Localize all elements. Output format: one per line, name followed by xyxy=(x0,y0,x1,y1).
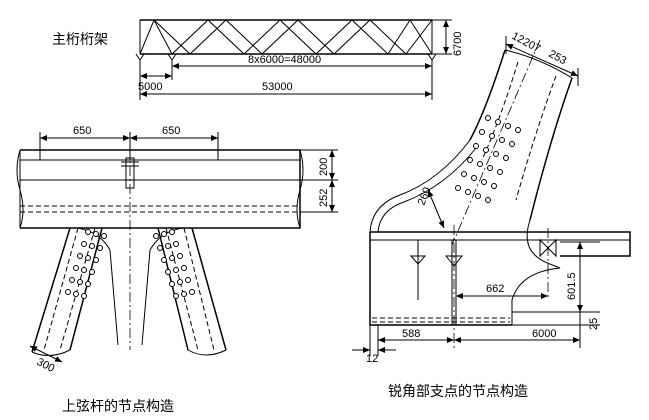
dim-588: 588 xyxy=(402,328,420,340)
left-diagonal-member xyxy=(31,227,103,353)
bearing-symbol xyxy=(539,238,557,258)
truss-end-dimension: 5000 xyxy=(138,81,162,93)
dim-300: 300 xyxy=(35,356,57,375)
chord-center-bolt xyxy=(125,157,135,189)
top-chord-joint-detail: 650 650 xyxy=(16,125,338,415)
dim-650-right: 650 xyxy=(162,125,180,137)
truss-support-right xyxy=(427,53,437,61)
right-bolt-group xyxy=(153,229,195,299)
dim-12-bottom: 12 xyxy=(366,353,378,365)
truss-total-dimension: 53000 xyxy=(262,81,293,93)
support-chord-beam xyxy=(370,231,631,257)
dim-6000: 6000 xyxy=(532,328,556,340)
inclined-bolt-group xyxy=(455,115,521,203)
support-gusset-plate xyxy=(369,139,471,233)
dim-662: 662 xyxy=(486,283,504,295)
dim-253: 253 xyxy=(547,48,569,67)
truss-height-dimension: 6700 xyxy=(452,32,464,56)
dim-200: 200 xyxy=(318,158,330,176)
anchor-bolts xyxy=(409,225,464,350)
dim-25: 25 xyxy=(588,318,600,330)
support-box-section xyxy=(369,232,512,326)
dim-12-top: 12 xyxy=(510,30,526,46)
truss-web-members xyxy=(139,18,433,55)
truss-label: 主桁桁架 xyxy=(52,32,108,48)
inclined-member xyxy=(469,49,573,221)
dim-650-left: 650 xyxy=(73,125,91,137)
acute-joint-caption: 锐角部支点的节点构造 xyxy=(388,384,528,400)
dim-601-5: 601.5 xyxy=(566,272,578,300)
dim-252: 252 xyxy=(318,189,330,207)
truss-support-left xyxy=(135,53,145,61)
top-joint-caption: 上弦杆的节点构造 xyxy=(62,399,174,415)
truss-panel-dimension: 8x6000=48000 xyxy=(248,54,321,66)
main-truss-diagram: 主桁桁架 8x6000=48000 5000 53000 6700 xyxy=(52,18,464,100)
right-diagonal-member xyxy=(157,227,227,351)
left-bolt-group xyxy=(65,229,107,299)
acute-support-joint-detail: 12 207 253 260 xyxy=(352,30,631,400)
top-chord-beam xyxy=(20,149,301,229)
